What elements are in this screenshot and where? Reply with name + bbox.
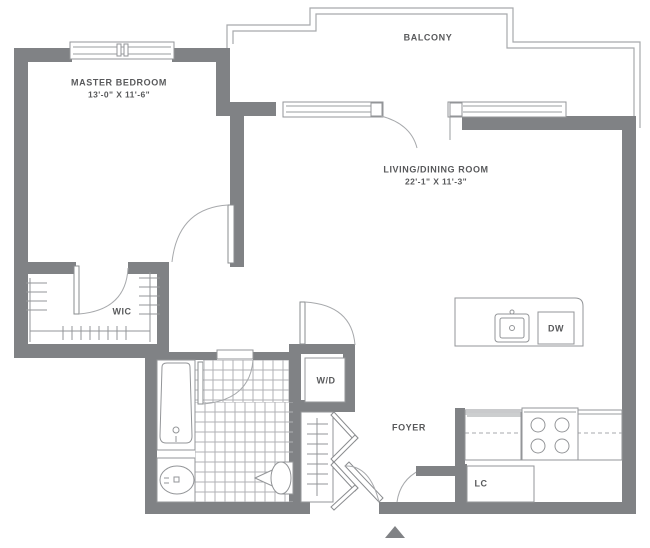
kitchen-island: DW [454, 297, 584, 347]
kitchen-back-counter [464, 407, 623, 461]
dw-label: DW [548, 323, 564, 333]
wall-bath-bottom [145, 502, 310, 514]
master-bedroom-dimensions: 13'-0" X 11'-6" [88, 89, 150, 99]
wall-bath-right-jog [289, 400, 355, 412]
wall-kitchen-lc-left [455, 408, 465, 474]
wall-bath-top-right [253, 352, 301, 360]
wall-top-left [14, 48, 72, 62]
wall-bedroom-living-upper [216, 48, 230, 116]
cooktop-icon [521, 407, 579, 461]
wic-closet: WIC [26, 265, 160, 342]
living-dining-dimensions: 22'-1" X 11'-3" [405, 176, 467, 186]
wall-bedroom-living-jog [216, 102, 276, 116]
wall-bottom-right [455, 502, 636, 514]
wall-wd-right [343, 344, 355, 412]
bathtub-icon [156, 359, 196, 451]
wall-wic-top-left [14, 262, 76, 274]
toilet-icon [253, 461, 294, 495]
balcony-sliding-door-right [447, 101, 567, 140]
wic-label: WIC [113, 306, 132, 316]
living-dining-label: LIVING/DINING ROOM [383, 164, 488, 174]
dishwasher: DW [537, 311, 575, 345]
balcony-outline [226, 7, 641, 128]
wall-wic-bottom [14, 344, 169, 358]
bathroom [156, 349, 294, 503]
linen-closet-shelving [300, 411, 359, 511]
bathroom-tile-floor [195, 360, 293, 502]
master-bedroom-label: MASTER BEDROOM [71, 77, 167, 87]
foyer-label: FOYER [392, 422, 426, 432]
wall-bath-top-left [157, 352, 217, 360]
entry-direction-arrow [385, 526, 405, 538]
wall-right-exterior [622, 116, 636, 514]
wall-left-lower [14, 262, 28, 358]
wall-structure [14, 48, 636, 514]
lc-label: LC [475, 478, 488, 488]
wall-top-mid [172, 48, 230, 62]
wall-lc-left [455, 464, 467, 514]
wall-bath-left [145, 352, 157, 514]
wall-wd-left [289, 352, 301, 412]
wall-bottom-entry [379, 502, 457, 514]
wall-top-right-living [462, 116, 636, 130]
lc-closet: LC [466, 465, 535, 503]
entry-door-jamb [416, 466, 456, 476]
kitchen-sink-icon [494, 309, 530, 343]
balcony-label: BALCONY [404, 32, 453, 42]
wd-closet: W/D [299, 301, 356, 403]
wall-wd-top [289, 344, 355, 354]
entry-door [344, 461, 456, 503]
bathroom-door [197, 349, 254, 405]
wall-wic-right [157, 262, 169, 358]
balcony-sliding-door-left [282, 101, 418, 149]
wd-label: W/D [317, 375, 336, 385]
master-bedroom-window [69, 41, 175, 60]
master-bedroom-door [171, 204, 235, 264]
vanity-sink-icon [156, 457, 196, 503]
